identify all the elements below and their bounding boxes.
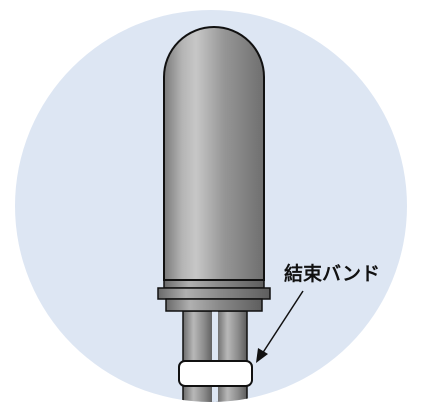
- cable-pair: [182, 310, 248, 402]
- sensor-body: [163, 26, 265, 281]
- callout-arrow: [256, 290, 304, 363]
- sensor-collar: [157, 279, 271, 312]
- cable-tie-band: [178, 360, 253, 387]
- cable-tie-label: 結束バンド: [284, 263, 380, 285]
